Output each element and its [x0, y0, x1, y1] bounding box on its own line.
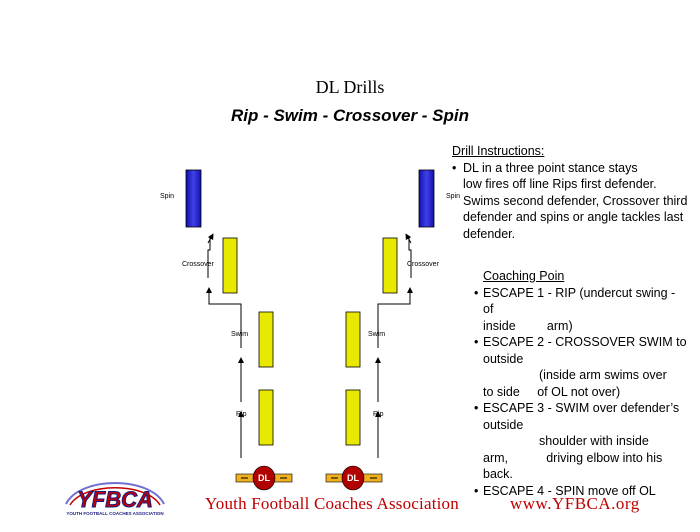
- coaching-line: to side of OL not over): [483, 384, 621, 399]
- page-subtitle: Rip - Swim - Crossover - Spin: [230, 106, 470, 125]
- right-path-arrows: [375, 233, 413, 458]
- coaching-line: ESCAPE 4 - SPIN move off OL: [483, 483, 656, 498]
- bullet-icon: •: [452, 160, 457, 175]
- right-spin-label: Spin: [446, 193, 461, 200]
- coaching-points: Coaching Poin • ESCAPE 1 - RIP (undercut…: [474, 268, 689, 499]
- right-dl-player: [325, 465, 383, 491]
- instructions-line: defender and spins or angle tackles last: [463, 210, 684, 224]
- page-title: DL Drills: [315, 77, 385, 97]
- drill-instructions: Drill Instructions: • DL in a three poin…: [452, 143, 692, 242]
- coaching-line: ESCAPE 2 - CROSSOVER SWIM to: [483, 335, 687, 349]
- footer-organization: Youth Football Coaches Association: [205, 494, 459, 513]
- left-spin-bag: [185, 169, 202, 228]
- bullet-icon: •: [474, 401, 479, 415]
- left-rip-bag: [258, 389, 274, 446]
- logo-text: YFBCA: [77, 487, 153, 512]
- bullet-icon: •: [474, 335, 479, 349]
- left-path-arrows: [206, 233, 244, 458]
- instructions-line: defender.: [463, 226, 516, 241]
- left-swim-label: Swim: [231, 331, 249, 338]
- right-rip-bag: [345, 389, 361, 446]
- coaching-item: • ESCAPE 2 - CROSSOVER SWIM to: [474, 334, 689, 351]
- left-rip-label: Rip: [236, 411, 247, 418]
- coaching-line: ESCAPE 1 - RIP (undercut swing - of: [483, 285, 676, 317]
- coaching-line: ESCAPE 3 - SWIM over defender’s: [483, 401, 680, 415]
- instructions-line: DL in a three point stance stays: [463, 160, 638, 175]
- right-spin-bag: [418, 169, 435, 228]
- coaching-line: inside arm): [483, 318, 573, 333]
- coaching-item: • ESCAPE 3 - SWIM over defender’s: [474, 400, 689, 417]
- footer-website[interactable]: www.YFBCA.org: [510, 494, 640, 513]
- coaching-line: outside: [483, 351, 524, 366]
- left-crossover-bag: [222, 237, 238, 294]
- coaching-line: outside: [483, 417, 524, 432]
- coaching-line: shoulder with inside: [539, 434, 649, 448]
- instructions-item: • DL in a three point stance stays: [452, 160, 692, 177]
- coaching-item: • ESCAPE 4 - SPIN move off OL: [474, 483, 689, 500]
- left-spin-label: Spin: [160, 193, 175, 200]
- instructions-line: Swims second defender, Crossover third: [463, 193, 688, 208]
- bullet-icon: •: [474, 285, 479, 300]
- right-rip-label: Rip: [373, 411, 384, 418]
- right-player-label: DL: [347, 473, 359, 483]
- coaching-heading: Coaching Poin: [483, 269, 565, 283]
- right-swim-label: Swim: [368, 331, 386, 338]
- instructions-heading: Drill Instructions:: [452, 144, 545, 158]
- left-crossover-label: Crossover: [182, 261, 214, 268]
- coaching-line: arm, driving elbow into his: [483, 450, 663, 465]
- bullet-icon: •: [474, 483, 479, 498]
- left-player-label: DL: [258, 473, 270, 483]
- coaching-line: back.: [483, 467, 513, 481]
- yfbca-logo: YFBCA YOUTH FOOTBALL COACHES ASSOCIATION: [65, 482, 165, 516]
- left-swim-bag: [258, 311, 274, 368]
- left-dl-player: [235, 465, 293, 491]
- right-crossover-bag: [382, 237, 398, 294]
- instructions-line: low fires off line Rips first defender.: [463, 177, 657, 191]
- logo-subtext: YOUTH FOOTBALL COACHES ASSOCIATION: [66, 511, 163, 516]
- right-swim-bag: [345, 311, 361, 368]
- coaching-item: • ESCAPE 1 - RIP (undercut swing - of: [474, 285, 689, 318]
- coaching-line: (inside arm swims over: [539, 368, 667, 382]
- right-crossover-label: Crossover: [407, 261, 439, 268]
